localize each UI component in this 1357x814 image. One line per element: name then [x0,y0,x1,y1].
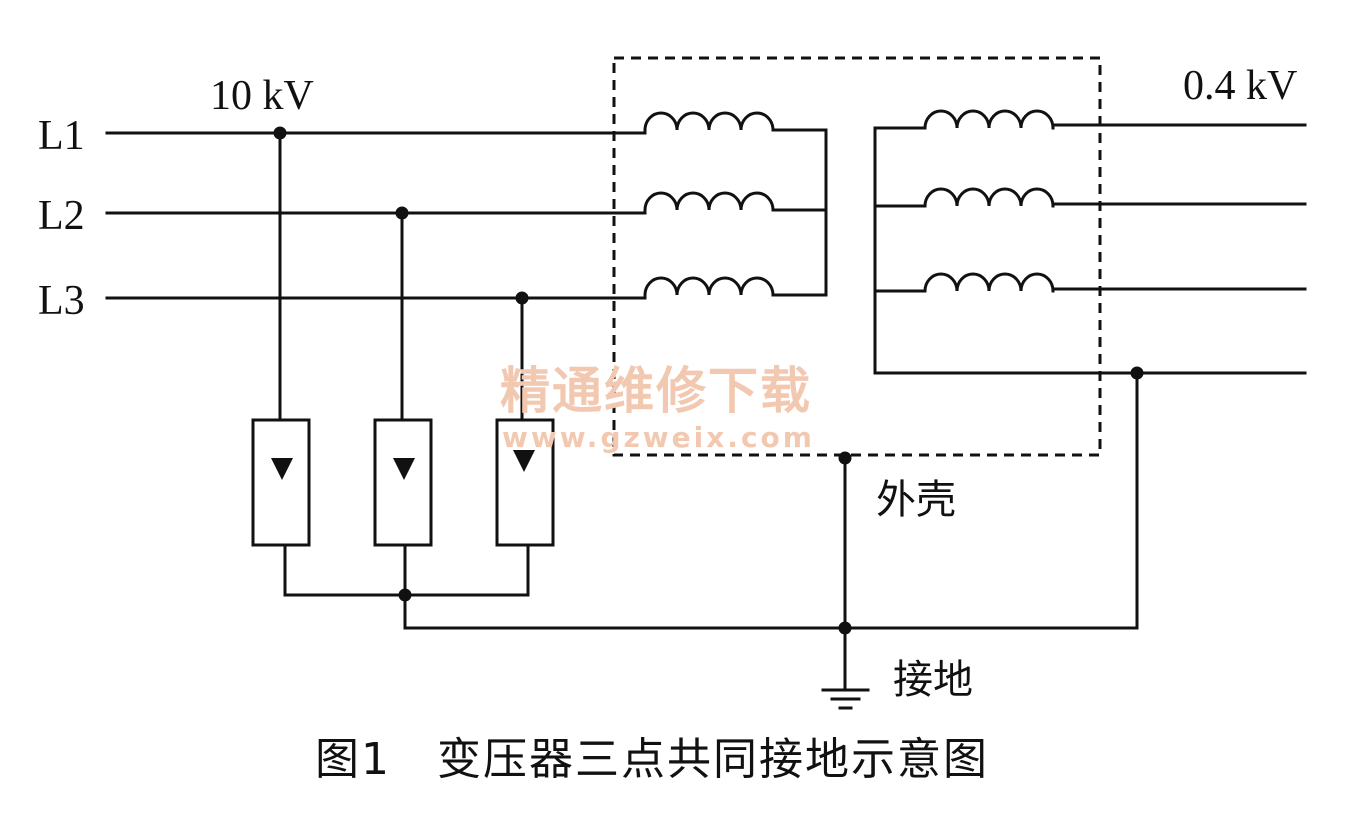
junction-dot [273,126,287,140]
arrester-arrow-3 [513,450,535,472]
primary-winding-3 [643,276,775,297]
secondary-star-point [873,126,927,375]
junction-dot [395,206,409,220]
enclosure-label: 外壳 [876,477,956,523]
lv-voltage-label: 0.4 kV [1183,63,1298,109]
surge-arrester-1 [251,418,311,547]
ground-symbol-icon [821,688,870,710]
secondary-winding-1 [923,109,1055,130]
lv-output-lines [1051,123,1307,291]
phase-label-L2: L2 [38,193,85,239]
junction-dot [515,291,529,305]
ground-label: 接地 [893,657,973,703]
primary-winding-2 [643,191,775,212]
transformer-enclosure [612,56,1102,457]
junction-dot [398,588,412,602]
phase-label-L1: L1 [38,113,85,159]
arrester-arrow-2 [393,458,415,480]
secondary-winding-3 [923,272,1055,293]
junction-dot [1130,366,1144,380]
watermark-url: www.gzweix.com [502,421,815,454]
secondary-winding-2 [923,187,1055,208]
surge-arrester-2 [373,418,433,547]
figure-caption: 图1 变压器三点共同接地示意图 [315,734,989,785]
primary-winding-1 [643,111,775,132]
junction-dot [838,451,852,465]
arrester-common-bus [283,543,530,630]
arrester-arrow-1 [271,458,293,480]
hv-voltage-label: 10 kV [210,73,314,119]
ground-bus [403,371,1139,630]
phase-label-L3: L3 [38,278,85,324]
junction-dot [838,621,852,635]
watermark-name: 精通维修下载 [500,362,812,420]
surge-arrester-3 [495,418,555,547]
primary-star-point [771,128,828,297]
